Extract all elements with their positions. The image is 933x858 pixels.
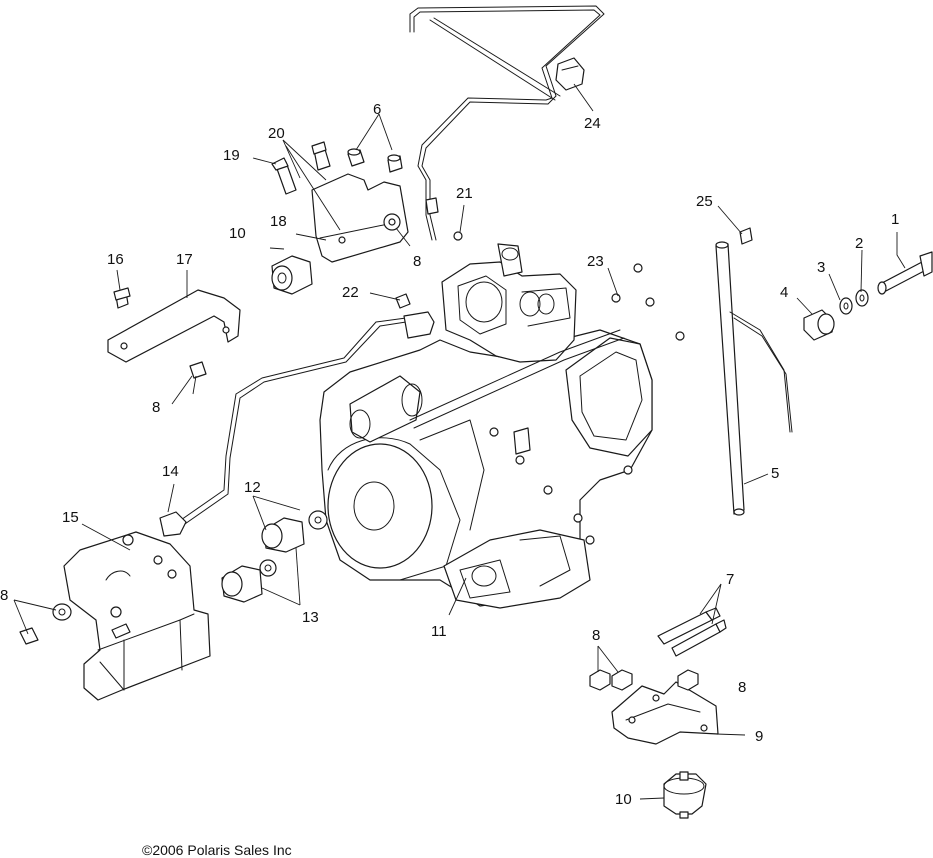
leader-lines [13,83,906,800]
callout-6: 6 [373,101,381,118]
bracket-9 [589,669,719,745]
callout-22: 22 [342,284,359,301]
upper-bracket-assembly [271,141,463,263]
fuel-line-14 [159,293,435,537]
callout-17: 17 [176,251,193,268]
callout-21: 21 [456,185,473,202]
callout-25: 25 [696,193,713,210]
callout-7: 7 [726,571,734,588]
callout-8-left: 8 [0,587,8,604]
callout-8-bottom-left-nuts: 8 [592,627,600,644]
fuel-line-assembly [409,5,605,241]
callout-10-upper: 10 [229,225,246,242]
callout-19: 19 [223,147,240,164]
engine-assembly [319,243,685,609]
studs-7 [657,607,727,657]
callout-10-lower: 10 [615,791,632,808]
callout-18: 18 [270,213,287,230]
callout-8-right: 8 [738,679,746,696]
callout-4: 4 [780,284,788,301]
callout-16: 16 [107,251,124,268]
engine-mounts-12-13 [221,510,328,603]
engine-mount-upper [271,255,313,295]
callout-2: 2 [855,235,863,252]
callout-23: 23 [587,253,604,270]
callout-3: 3 [817,259,825,276]
callout-24: 24 [584,115,601,132]
callout-13: 13 [302,609,319,626]
callout-1: 1 [891,211,899,228]
stud-and-rod [715,227,793,516]
engine-mount-lower [663,771,707,819]
callout-20: 20 [268,125,285,142]
bracket-15 [19,531,211,701]
bracket-17 [107,287,241,379]
callout-8-mid-left: 8 [152,399,160,416]
callout-11: 11 [431,623,447,640]
bolt-and-spacer-set [803,251,933,341]
callout-12: 12 [244,479,261,496]
callout-5: 5 [771,465,779,482]
callout-labels: 1 2 3 4 5 6 7 8 8 8 8 8 8 9 10 10 11 12 … [0,101,899,808]
callout-15: 15 [62,509,79,526]
callout-8-upper-bracket: 8 [413,253,421,270]
callout-9: 9 [755,728,763,745]
callout-14: 14 [162,463,179,480]
copyright-notice: ©2006 Polaris Sales Inc [142,842,292,858]
